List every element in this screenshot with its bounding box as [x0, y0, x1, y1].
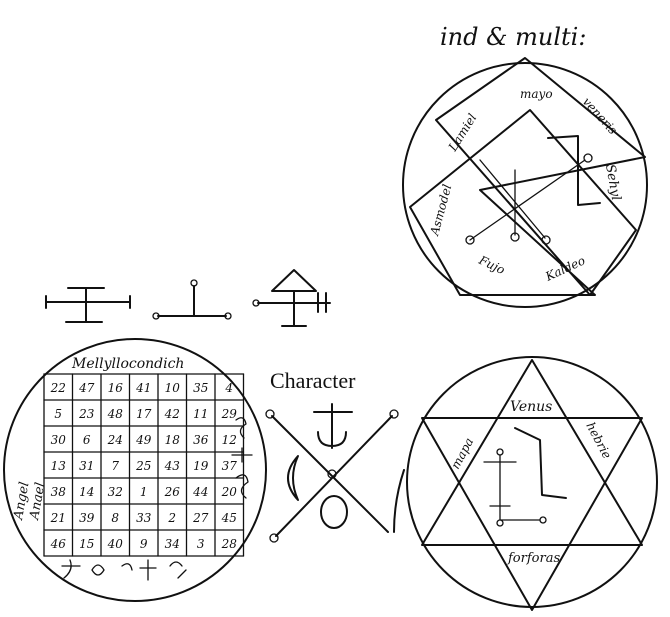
heptagram-node [583, 153, 593, 163]
grid-cell-number: 24 [107, 433, 123, 447]
grid-cell-number: 27 [192, 511, 209, 525]
grid-cell-number: 39 [79, 511, 95, 525]
grid-cell-number: 17 [136, 407, 152, 421]
grid-cell-number: 13 [51, 459, 67, 473]
grid-cell-number: 2 [167, 511, 176, 525]
character-stroke [393, 469, 405, 533]
glyph-row [45, 269, 331, 327]
heptagram-sigil-line-2 [479, 159, 546, 239]
heptagram-word: Kaldeo [542, 253, 587, 284]
grid-cell-number: 9 [140, 537, 148, 551]
grid-cell-number: 41 [135, 381, 151, 395]
grid-cell-number: 3 [197, 537, 205, 551]
grid-cell-number: 5 [54, 407, 62, 421]
character-label: Character [270, 368, 356, 393]
heptagram-node [510, 232, 520, 242]
heptagram-star [409, 57, 646, 296]
glyph-2 [152, 279, 232, 320]
grid-cell-number: 6 [83, 433, 91, 447]
grid-cell-number: 48 [107, 407, 124, 421]
grid-cell-number: 37 [222, 459, 238, 473]
grid-cell-number: 28 [221, 537, 238, 551]
seal-square-title: Mellyllocondich [71, 356, 184, 372]
glyph-3 [252, 269, 331, 327]
heptagram-word: Lamiel [445, 111, 479, 154]
grid-cell-number: 7 [111, 459, 119, 473]
seal-square-side-label: Anael [27, 481, 48, 521]
character-circle [320, 495, 348, 529]
character-top-symbol [313, 403, 353, 449]
grid-cell-number: 14 [79, 485, 94, 499]
heptagram-sigil-line-1 [469, 159, 586, 241]
seal-square-grid [43, 373, 245, 557]
grid-cell-number: 8 [111, 511, 119, 525]
grid-cell-number: 20 [221, 485, 238, 499]
grid-cell-number: 33 [136, 511, 152, 525]
grid-cell-number: 47 [78, 381, 95, 395]
heptagram-node [465, 235, 475, 245]
character-crescent [287, 455, 299, 501]
grid-cell-number: 40 [107, 537, 124, 551]
grid-cell-number: 38 [51, 485, 67, 499]
grid-cell-number: 21 [50, 511, 66, 525]
hexagram-circle [406, 356, 658, 608]
hexagram-seal: Venus mapa hebrie forforas [406, 356, 658, 611]
grid-cell-number: 4 [224, 381, 233, 395]
heptagram-word: Fujo [476, 253, 507, 278]
heptagram-word: Sehyl [602, 163, 623, 202]
grid-cell-number: 12 [222, 433, 237, 447]
grid-cell-number: 43 [164, 459, 181, 473]
hexagram-word: forforas [507, 551, 560, 566]
glyph-1 [45, 287, 131, 323]
grid-cell-number: 46 [50, 537, 67, 551]
heptagram-word: mayo [520, 87, 553, 101]
seal-square-circle [3, 338, 267, 602]
grid-cell-number: 30 [51, 433, 67, 447]
grid-cell-number: 23 [78, 407, 95, 421]
grid-cell-number: 45 [221, 511, 237, 525]
grid-cell-number: 29 [221, 407, 238, 421]
grid-cell-number: 19 [193, 459, 209, 473]
grid-cell-number: 10 [165, 381, 181, 395]
grid-cell-number: 1 [140, 485, 148, 499]
grid-cell-number: 26 [164, 485, 181, 499]
heptagram-seal: mayo veneris Sehyl Kaldeo Fujo Asmodel L… [402, 57, 648, 308]
grid-cell-number: 34 [165, 537, 180, 551]
grid-cell-number: 42 [164, 407, 180, 421]
grid-cell-number: 15 [79, 537, 94, 551]
character-cross [271, 415, 393, 537]
grid-cell-number: 49 [135, 433, 152, 447]
grid-cell-number: 31 [79, 459, 94, 473]
heptagram-sigil-hook [547, 135, 601, 206]
grid-cell-number: 36 [193, 433, 209, 447]
seal-square-side-sigils [231, 417, 253, 499]
grid-cell-number: 25 [135, 459, 151, 473]
grid-cell-number: 44 [192, 485, 208, 499]
grid-cell-number: 32 [108, 485, 123, 499]
grid-cell-number: 22 [50, 381, 66, 395]
grid-cell-number: 35 [193, 381, 208, 395]
hexagram-sigil-hook [514, 427, 567, 499]
heptagram-node [541, 235, 551, 245]
seal-square-side-label: Angel [11, 481, 33, 522]
heptagram-circle [402, 62, 648, 308]
hexagram-triangle-up [421, 359, 643, 546]
hexagram-word: mapa [448, 435, 476, 471]
character-figure [265, 403, 405, 543]
header-note: ind & multi: [440, 23, 586, 51]
grid-cell-number: 11 [193, 407, 208, 421]
hexagram-word: Venus [510, 399, 552, 415]
grid-cell-number: 18 [165, 433, 181, 447]
grid-cell-number: 16 [108, 381, 124, 395]
hexagram-sigil-lines [483, 454, 541, 521]
seal-square-bottom-sigils [61, 559, 187, 581]
